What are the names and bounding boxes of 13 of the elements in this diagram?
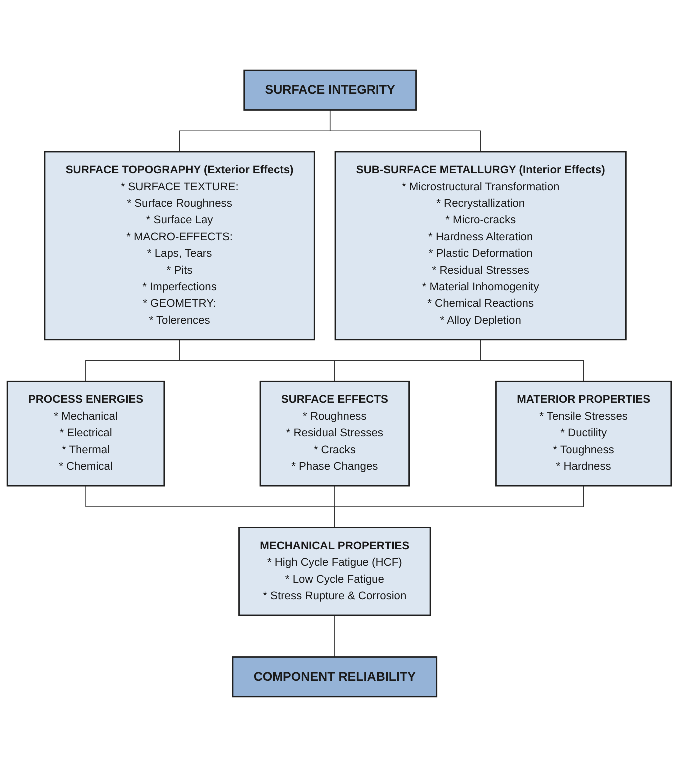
- node-box: SUB-SURFACE METALLURGY (Interior Effects) * Microstructural Transformation * Recrystallization * Micro-cracks * Hardness Alteration * Plastic Deformation * Residual Stresses * Material Inhomogenity * Chemical Reactions * Alloy Depletion: [334, 152, 627, 341]
- node-box: MATERIOR PROPERTIES * Tensile Stresses * Ductility * Toughness * Hardness: [496, 381, 672, 487]
- node-box: MECHANICAL PROPERTIES * High Cycle Fatigue (HCF) * Low Cycle Fatigue * Stress Rupture & Corrosion: [238, 527, 432, 616]
- node-box: SURFACE INTEGRITY: [244, 70, 417, 112]
- node-box: SURFACE EFFECTS * Roughness * Residual Stresses * Cracks * Phase Changes: [260, 381, 410, 487]
- connector: [334, 486, 584, 528]
- node-box: SURFACE TOPOGRAPHY (Exterior Effects) * SURFACE TEXTURE: * Surface Roughness * Surface Lay * MACRO-EFFECTS: * Laps, Tears * Pits * Imperfections * GEOMETRY: * Tolerences: [44, 152, 316, 341]
- connector: [334, 615, 336, 658]
- node-box: PROCESS ENERGIES * Mechanical * Electrical * Thermal * Chemical: [6, 381, 166, 487]
- connector: [480, 340, 584, 382]
- node-box: COMPONENT RELIABILITY: [232, 656, 438, 698]
- connector: [179, 340, 584, 382]
- connector: [330, 110, 482, 153]
